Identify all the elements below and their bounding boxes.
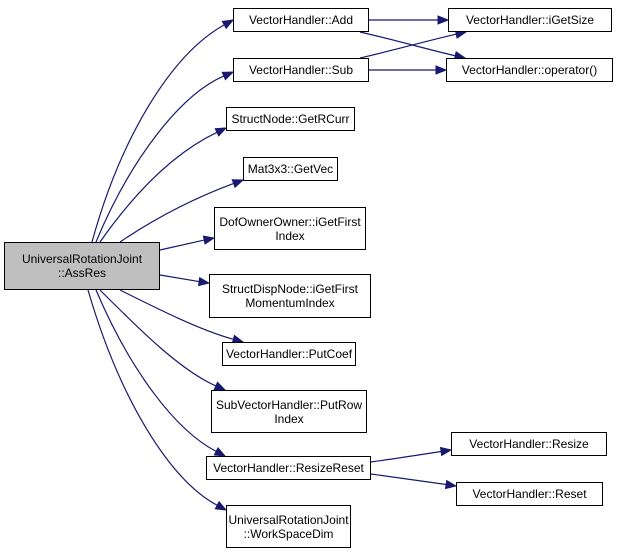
node-label: VectorHandler::Add — [248, 13, 354, 27]
edge-line — [87, 289, 218, 506]
edge-resizereset-to-reset — [370, 473, 458, 490]
edge-line — [370, 473, 447, 486]
arrow-head-icon — [213, 446, 227, 457]
edge-root-to-resizereset — [95, 289, 227, 457]
node-label: VectorHandler::iGetSize — [465, 13, 595, 27]
edge-root-to-sub — [95, 71, 235, 243]
edge-root-to-putcoef — [119, 289, 245, 344]
edge-root-to-add — [91, 19, 235, 243]
edge-add-to-igetsize — [369, 15, 450, 25]
node-label: ::WorkSpaceDim — [243, 526, 334, 541]
edge-line — [159, 274, 200, 283]
arrow-head-icon — [437, 15, 450, 25]
node-sub[interactable]: VectorHandler::Sub — [233, 58, 369, 82]
edge-root-to-getvec — [119, 179, 245, 243]
node-operator[interactable]: VectorHandler::operator() — [446, 58, 613, 82]
arrow-head-icon — [435, 65, 448, 75]
root-node: UniversalRotationJoint::AssRes — [4, 242, 160, 290]
edge-line — [159, 239, 205, 251]
node-getvec[interactable]: Mat3x3::GetVec — [243, 157, 338, 181]
edge-root-to-workspacedim — [87, 289, 228, 511]
node-label: MomentumIndex — [245, 296, 335, 310]
node-label: VectorHandler::ResizeReset — [213, 461, 364, 475]
edge-sub-to-igetsize — [359, 29, 468, 59]
edge-root-to-structdisp — [159, 274, 211, 287]
edge-resizereset-to-resize — [370, 446, 453, 463]
edge-line — [99, 289, 217, 387]
node-label: ::AssRes — [57, 266, 106, 280]
edge-line — [370, 450, 442, 463]
node-workspacedim[interactable]: UniversalRotationJoint::WorkSpaceDim — [226, 505, 351, 548]
node-label: StructNode::GetRCurr — [231, 112, 350, 126]
node-label: DofOwnerOwner::iGetFirst — [219, 214, 361, 229]
edge-line — [95, 75, 225, 243]
node-igetsize[interactable]: VectorHandler::iGetSize — [448, 8, 612, 32]
node-label: VectorHandler::Sub — [248, 63, 354, 77]
node-label: UniversalRotationJoint — [228, 512, 349, 527]
node-label: SubVectorHandler::PutRow — [215, 397, 363, 412]
arrow-head-icon — [439, 446, 453, 457]
node-label: Index — [274, 411, 304, 426]
node-label: StructDispNode::iGetFirst — [221, 282, 359, 296]
arrow-head-icon — [214, 127, 228, 137]
edge-sub-to-operator — [369, 65, 448, 75]
edge-line — [359, 31, 456, 57]
node-label: VectorHandler::Reset — [472, 487, 587, 501]
arrow-head-icon — [214, 500, 228, 511]
node-getrcurr[interactable]: StructNode::GetRCurr — [226, 107, 355, 131]
edge-line — [119, 182, 234, 243]
node-label: Mat3x3::GetVec — [247, 162, 334, 176]
edge-root-to-dofowner — [159, 235, 216, 251]
edge-line — [91, 24, 225, 243]
arrow-head-icon — [202, 235, 216, 245]
node-putcoef[interactable]: VectorHandler::PutCoef — [222, 342, 356, 366]
node-label: VectorHandler::Resize — [469, 437, 589, 451]
node-label: VectorHandler::PutCoef — [225, 347, 353, 361]
edge-line — [359, 33, 457, 59]
edge-line — [99, 131, 218, 243]
arrow-head-icon — [221, 19, 235, 30]
arrow-head-icon — [213, 381, 227, 391]
node-add[interactable]: VectorHandler::Add — [233, 8, 369, 32]
arrow-head-icon — [231, 179, 245, 189]
arrow-head-icon — [221, 71, 235, 81]
arrow-head-icon — [197, 276, 211, 287]
node-label: Index — [275, 228, 305, 243]
edge-root-to-getrcurr — [99, 127, 228, 243]
node-resize[interactable]: VectorHandler::Resize — [451, 432, 607, 456]
edge-line — [95, 289, 217, 452]
edge-line — [119, 289, 234, 340]
arrow-head-icon — [444, 479, 458, 490]
edge-root-to-putrow — [99, 289, 227, 391]
node-label: UniversalRotationJoint — [21, 252, 143, 266]
node-reset[interactable]: VectorHandler::Reset — [456, 482, 603, 506]
node-resizereset[interactable]: VectorHandler::ResizeReset — [206, 456, 371, 480]
node-label: VectorHandler::operator() — [461, 63, 598, 77]
